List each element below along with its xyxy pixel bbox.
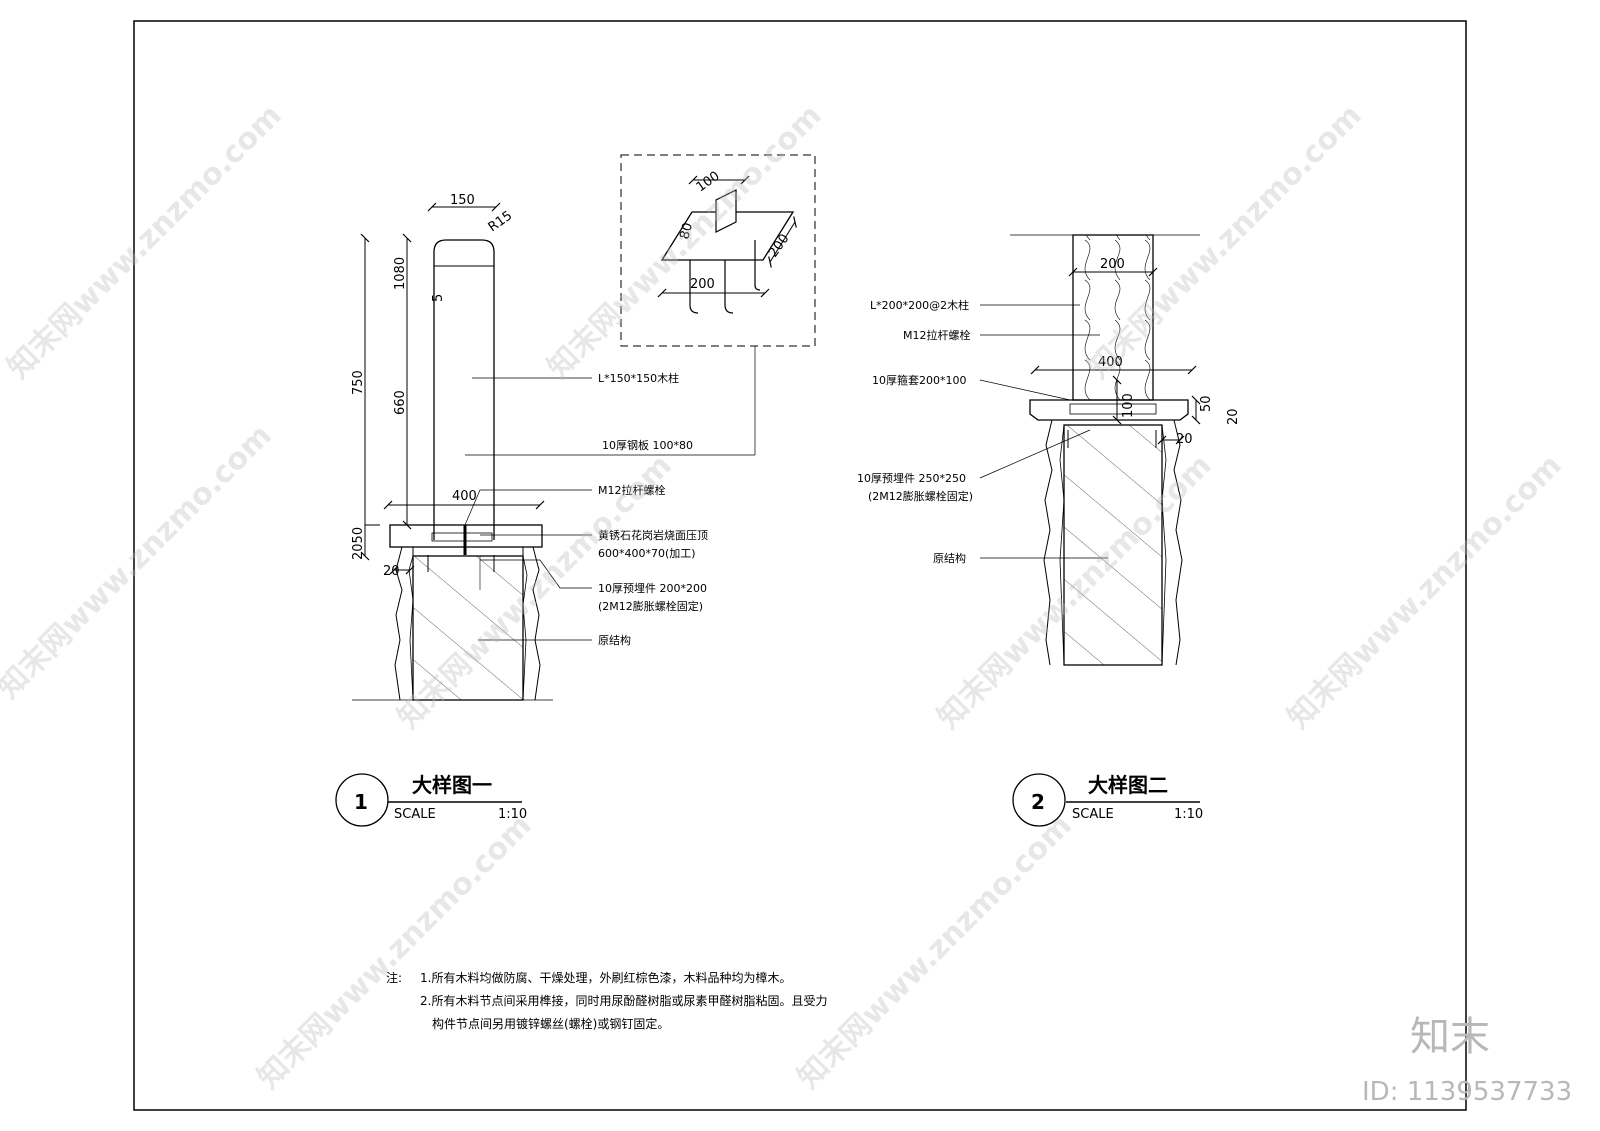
d2-dim-100: 100 xyxy=(1121,393,1136,418)
d2-label-bolt: M12拉杆螺栓 xyxy=(903,328,971,342)
detail2-structure xyxy=(1063,424,1163,666)
d1-label-cap-1: 黄锈石花岗岩烧面压顶 xyxy=(598,528,708,542)
detail1-number-circle xyxy=(335,773,389,827)
d1-dim-660: 660 xyxy=(393,390,408,415)
d1-label-embed-1: 10厚预埋件 200*200 xyxy=(598,582,707,595)
d1-label-structure: 原结构 xyxy=(598,633,631,647)
d1-title-number: 1 xyxy=(354,790,368,814)
d2-label-embed-1: 10厚预埋件 250*250 xyxy=(857,472,966,485)
detail1-inset xyxy=(620,154,816,347)
d2-dim-20b: 20 xyxy=(1176,432,1193,447)
detail1-post xyxy=(433,239,495,540)
notes-prefix: 注: xyxy=(386,970,402,985)
d2-scale-label: SCALE xyxy=(1072,807,1114,822)
d1-label-bolt: M12拉杆螺栓 xyxy=(598,483,666,497)
d1-label-post: L*150*150木柱 xyxy=(598,371,679,385)
sheet-border xyxy=(133,20,1467,1111)
brand-logo-text: 知末 xyxy=(1410,1014,1490,1060)
detail2-number-circle xyxy=(1012,773,1066,827)
watermark-text: 知末网www.znzmo.com xyxy=(251,808,539,1096)
d1-scale-value: 1:10 xyxy=(498,807,527,822)
detail2-stone-left xyxy=(1043,419,1053,666)
detail-2 xyxy=(979,234,1201,827)
d1-dim-width: 150 xyxy=(450,193,475,208)
image-id-text: ID: 1139537733 xyxy=(1362,1077,1572,1107)
notes-line-1: 1.所有木料均做防腐、干燥处理，外刷红棕色漆，木料品种均为樟木。 xyxy=(420,970,791,985)
d1-dim-5: 5 xyxy=(431,294,446,302)
d2-dim-50: 50 xyxy=(1199,395,1214,412)
d2-label-embed-2: (2M12膨胀螺栓固定) xyxy=(868,489,973,503)
inset-dim-80: 80 xyxy=(677,221,696,241)
d2-title-number: 2 xyxy=(1031,790,1045,814)
detail1-structure xyxy=(412,555,524,701)
notes-line-2: 2.所有木料节点间采用榫接，同时用尿酚醛树脂或尿素甲醛树脂粘固。且受力 xyxy=(420,993,827,1008)
d1-label-cap-2: 600*400*70(加工) xyxy=(598,547,696,560)
d1-label-embed-2: (2M12膨胀螺栓固定) xyxy=(598,599,703,613)
d1-dim-400: 400 xyxy=(452,489,477,504)
watermark-text: 知末网www.znzmo.com xyxy=(791,808,1079,1096)
d1-dim-1080: 1080 xyxy=(393,257,408,290)
detail2-cap-slab xyxy=(1029,399,1189,421)
detail-1 xyxy=(335,202,756,827)
d2-scale-value: 1:10 xyxy=(1174,807,1203,822)
d1-dim-2050: 2050 xyxy=(351,527,366,560)
d1-dim-750: 750 xyxy=(351,370,366,395)
d2-label-structure: 原结构 xyxy=(933,551,966,565)
notes-line-3: 构件节点间另用镀锌螺丝(螺栓)或钢钉固定。 xyxy=(432,1016,669,1031)
d2-dim-400: 400 xyxy=(1098,355,1123,370)
d2-title: 大样图二 xyxy=(1088,773,1168,797)
d2-dim-20: 20 xyxy=(1226,408,1241,425)
d2-label-sleeve: 10厚箍套200*100 xyxy=(872,373,967,387)
detail2-stone-right xyxy=(1173,419,1183,666)
d2-label-post: L*200*200@2木柱 xyxy=(870,298,969,312)
inset-dim-200-bottom: 200 xyxy=(690,277,715,292)
d1-scale-label: SCALE xyxy=(394,807,436,822)
watermark-text: 知末网www.znzmo.com xyxy=(0,418,279,706)
watermark-text: 知末网www.znzmo.com xyxy=(1,98,289,386)
watermark-text: 知末网www.znzmo.com xyxy=(1281,448,1569,736)
d1-label-plate: 10厚钢板 100*80 xyxy=(602,438,693,452)
d1-dim-radius: R15 xyxy=(486,208,516,235)
detail1-stone-right xyxy=(532,546,541,701)
d1-title: 大样图一 xyxy=(412,773,492,797)
inset-dim-200-right: 200 xyxy=(766,231,793,260)
d2-dim-200: 200 xyxy=(1100,257,1125,272)
d1-dim-20: 20 xyxy=(383,564,400,579)
